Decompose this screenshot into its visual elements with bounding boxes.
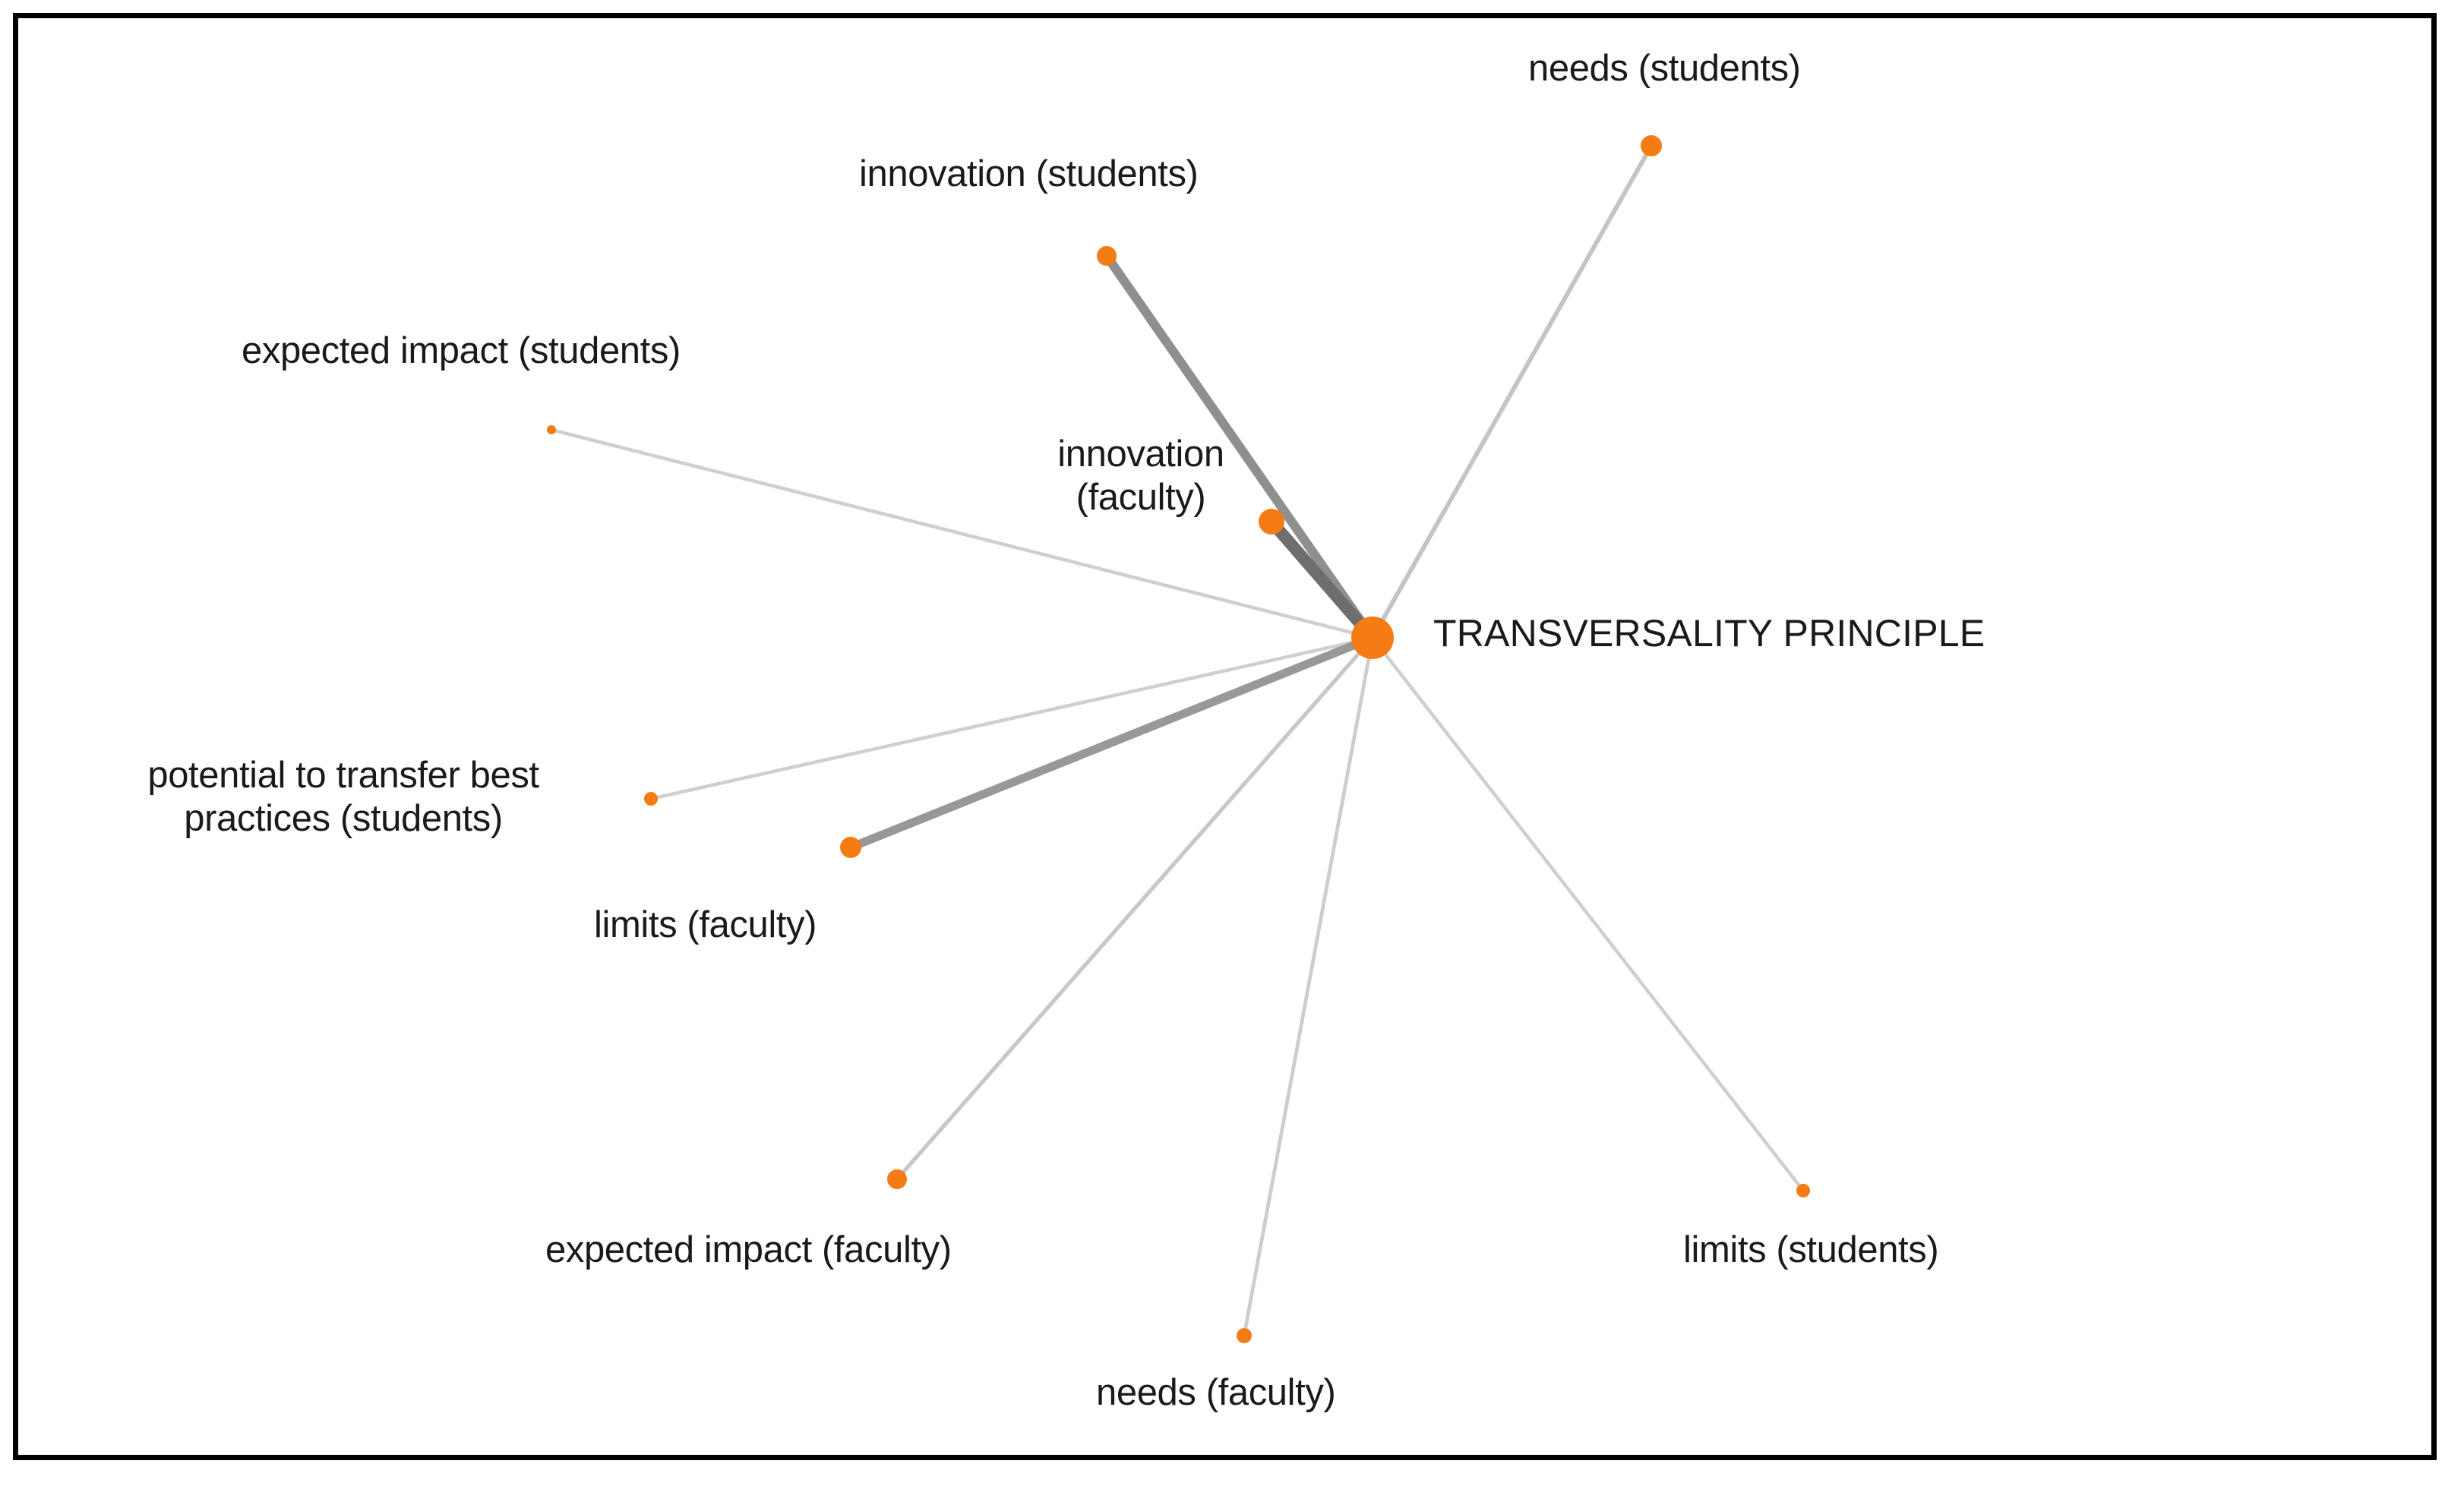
node-label-needs-faculty: needs (faculty): [1096, 1372, 1336, 1413]
graph-node[interactable]: [1641, 135, 1662, 156]
graph-edge: [1370, 636, 1805, 1193]
graph-node[interactable]: [1237, 1328, 1252, 1343]
edges-layer: [549, 144, 1805, 1338]
node-label-transversality-principle: TRANSVERSALITY PRINCIPLE: [1433, 612, 1985, 655]
graph-edge: [1370, 144, 1654, 640]
graph-node[interactable]: [840, 837, 861, 858]
node-label-limits-faculty: limits (faculty): [594, 904, 817, 945]
graph-node[interactable]: [1097, 246, 1117, 266]
node-label-needs-students: needs (students): [1528, 48, 1801, 89]
node-label-expected-impact-students: expected impact (students): [242, 330, 681, 371]
graph-edge: [895, 636, 1375, 1181]
graph-edge: [846, 633, 1377, 852]
graph-edge: [649, 636, 1375, 801]
graph-edge: [1242, 636, 1375, 1338]
node-label-innovation-faculty: innovation(faculty): [1057, 434, 1224, 518]
graph-node[interactable]: [644, 792, 658, 806]
graph-node[interactable]: [547, 425, 556, 434]
nodes-layer: [547, 135, 1810, 1343]
graph-edge: [1265, 516, 1379, 644]
node-label-limits-students: limits (students): [1683, 1229, 1939, 1270]
center-node[interactable]: [1351, 617, 1394, 659]
figure-border: [13, 13, 2437, 1460]
graph-edge: [1101, 251, 1378, 643]
graph-node[interactable]: [887, 1169, 907, 1189]
graph-node[interactable]: [1796, 1184, 1810, 1197]
node-label-innovation-students: innovation (students): [859, 153, 1199, 194]
graph-node[interactable]: [1259, 509, 1284, 535]
graph-edge: [549, 427, 1375, 640]
node-label-expected-impact-faculty: expected impact (faculty): [545, 1229, 952, 1270]
